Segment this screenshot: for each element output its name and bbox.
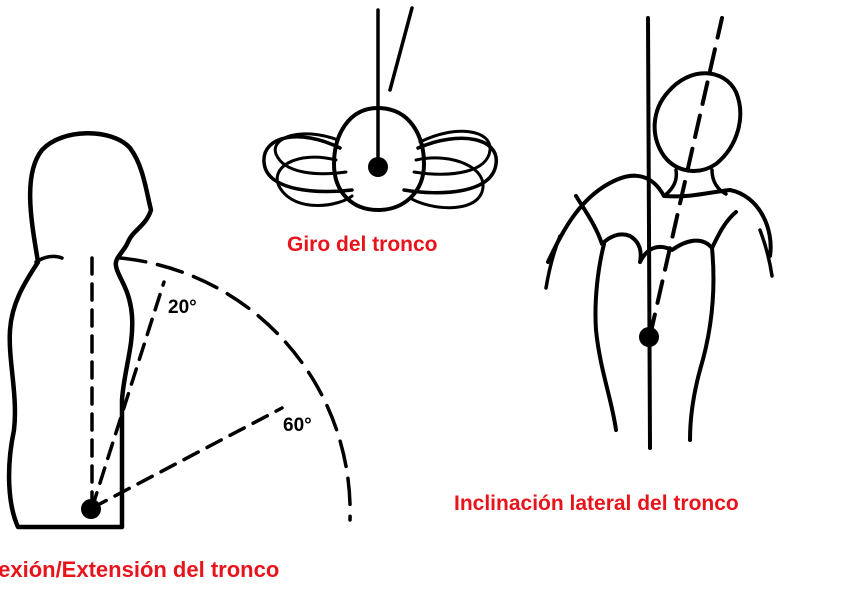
flexion-60-line [90,406,284,510]
shoulder-outline-rotated-2 [273,132,485,210]
head-top-view [332,106,426,212]
inclination-reference-line [646,16,652,450]
trunk-rotation-figure [262,6,498,212]
angle-label-20: 20° [168,297,197,318]
caption-trunk-rotation: Giro del tronco [287,233,438,256]
back-view-arms [544,228,774,290]
hip-pivot-dot [81,499,101,519]
flexion-range-arc [118,256,352,522]
shoulder-outline-neutral [262,135,498,195]
lateral-inclination-figure [544,16,774,450]
angle-label-60: 60° [283,415,312,436]
flexion-extension-figure: 20° 60° [6,131,352,530]
back-view-head [652,71,743,173]
caption-lateral-inclination: Inclinación lateral del tronco [454,492,739,515]
shoulder-detail [34,254,64,264]
side-body-outline [6,131,154,530]
shoulder-outline-rotated-1 [275,129,492,207]
rotation-axis-dot [368,157,388,177]
rotation-angle-line [388,6,414,92]
inclination-angle-line [648,16,724,338]
caption-flexion-extension: lexión/Extensión del tronco [0,557,280,582]
back-view-torso [546,173,773,442]
flexion-20-line [90,280,166,510]
inclination-pivot-dot [639,327,659,347]
